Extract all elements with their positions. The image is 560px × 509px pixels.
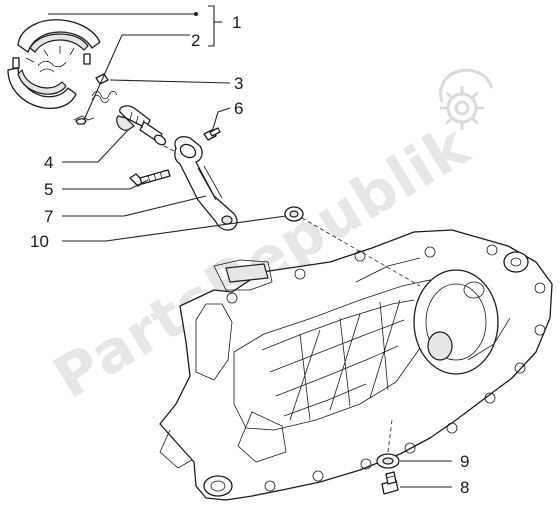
spring-and-clips — [73, 73, 118, 125]
brake-shoes — [7, 19, 101, 110]
drain-screw — [381, 471, 399, 495]
callout-4: 4 — [44, 153, 53, 172]
leader-lines — [48, 5, 452, 488]
callout-5: 5 — [44, 180, 53, 199]
brake-cam-shaft — [116, 105, 167, 146]
washer — [376, 453, 400, 469]
lever-pin — [203, 127, 221, 141]
callout-2: 2 — [191, 31, 200, 50]
leader-dot — [194, 12, 198, 16]
callout-8: 8 — [460, 478, 469, 497]
callout-7: 7 — [44, 207, 53, 226]
callout-9: 9 — [460, 452, 469, 471]
gear-icon — [439, 68, 494, 130]
brake-lever — [174, 136, 238, 231]
callout-6: 6 — [234, 99, 243, 118]
callout-10: 10 — [30, 232, 49, 251]
callout-labels: 1 2 3 4 5 6 7 8 9 10 — [30, 13, 469, 497]
assembly-guide-lines — [163, 145, 421, 453]
lever-bolt — [129, 169, 171, 187]
callout-1: 1 — [232, 13, 241, 32]
oil-seal — [284, 206, 304, 222]
crankcase — [159, 229, 553, 501]
callout-3: 3 — [234, 74, 243, 93]
